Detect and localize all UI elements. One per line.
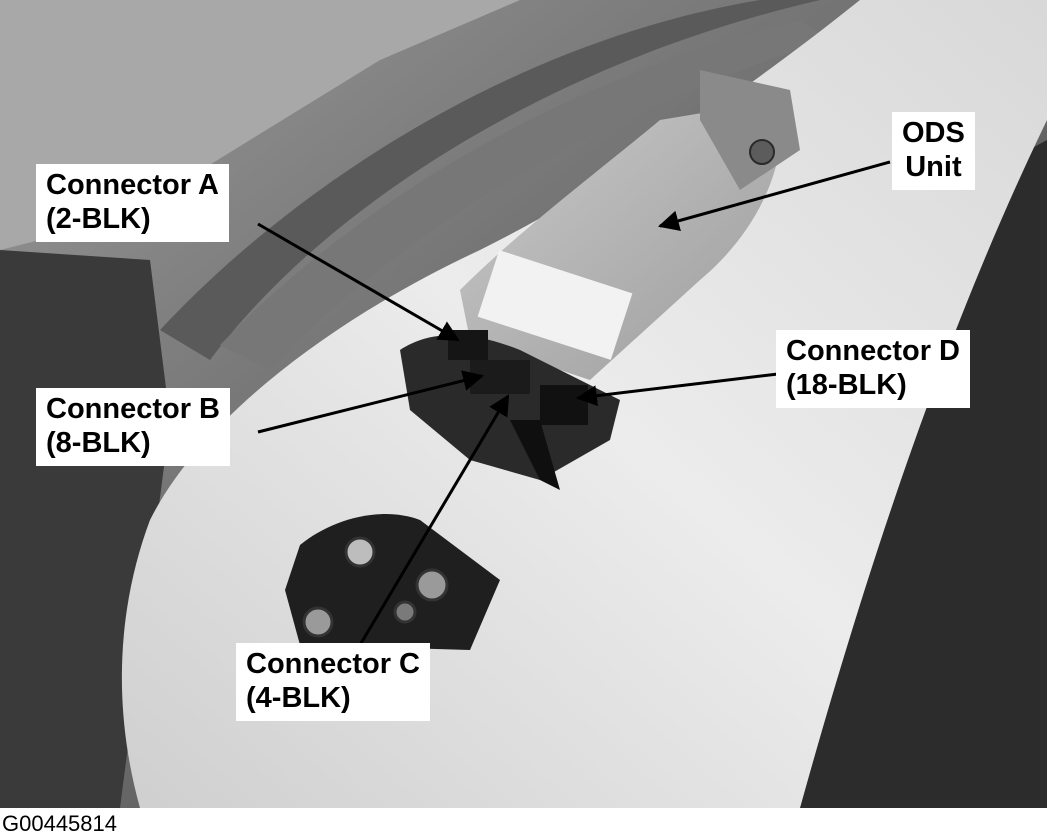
- terminal-3: [302, 606, 334, 638]
- label-connector-c-spec: (4-BLK): [246, 682, 351, 714]
- seat-tube: [160, 0, 820, 360]
- wire-harness: [510, 420, 560, 490]
- label-connector-b: Connector B (8-BLK): [36, 388, 230, 466]
- connector-d-shape: [540, 385, 588, 425]
- label-connector-b-name: Connector B: [46, 393, 220, 425]
- arrow-connector-c: [358, 394, 510, 646]
- connector-a-shape: [448, 330, 488, 360]
- terminal-1: [344, 536, 376, 568]
- label-connector-d: Connector D (18-BLK): [776, 330, 970, 408]
- arrow-connector-a: [257, 222, 460, 342]
- label-ods-unit: ODS Unit: [892, 112, 975, 190]
- lower-cavity: [285, 514, 500, 650]
- arrow-connector-d: [575, 372, 779, 407]
- seat-tube-highlight: [220, 20, 830, 370]
- label-ods-unit-line1: ODS: [902, 117, 965, 149]
- label-connector-d-name: Connector D: [786, 335, 960, 367]
- label-connector-a-spec: (2-BLK): [46, 203, 151, 235]
- label-ods-unit-line2: Unit: [905, 151, 962, 183]
- label-connector-d-spec: (18-BLK): [786, 369, 907, 401]
- label-connector-a: Connector A (2-BLK): [36, 164, 229, 242]
- seat-photo: Connector A (2-BLK) Connector B (8-BLK) …: [0, 0, 1047, 808]
- module-sticker: [477, 250, 633, 360]
- arrow-connector-b: [257, 370, 485, 434]
- ods-bracket: [700, 70, 800, 190]
- figure-id: G00445814: [2, 811, 117, 836]
- arrow-ods-unit: [657, 160, 891, 232]
- terminal-2: [415, 568, 449, 602]
- label-connector-c: Connector C (4-BLK): [236, 643, 430, 721]
- terminal-4: [393, 600, 417, 624]
- label-connector-a-name: Connector A: [46, 169, 219, 201]
- label-connector-c-name: Connector C: [246, 648, 420, 680]
- connector-cavity: [400, 335, 620, 480]
- bracket-bolt: [749, 139, 775, 165]
- label-connector-b-spec: (8-BLK): [46, 427, 151, 459]
